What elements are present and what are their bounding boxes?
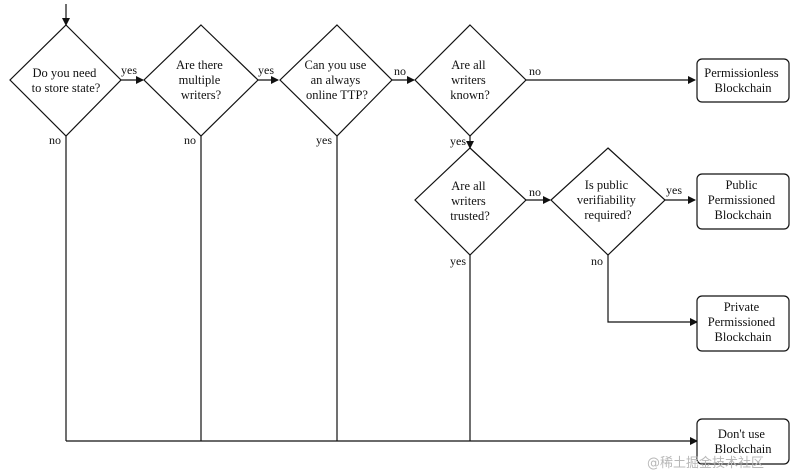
result-dont-use-box — [696, 418, 790, 465]
edge-label-known-yes: yes — [450, 134, 466, 148]
decision-online-ttp — [279, 24, 393, 137]
edge-label-state-yes: yes — [121, 63, 137, 77]
edge-label-public-yes: yes — [666, 183, 682, 197]
node-line: Is public — [585, 178, 629, 192]
node-line: trusted? — [450, 209, 490, 223]
edge-public-no — [607, 255, 698, 326]
node-line: writers — [451, 73, 486, 87]
node-line: Can you use — [305, 58, 367, 72]
edge-label-known-no: no — [529, 64, 541, 78]
edge-label-trusted-no: no — [529, 185, 541, 199]
node-line: writers? — [181, 88, 222, 102]
result-private-permissioned-box — [696, 295, 790, 352]
result-line: Blockchain — [715, 330, 773, 344]
node-text-online-ttp: Can you use an always online TTP? — [305, 58, 370, 102]
node-line: required? — [584, 208, 632, 222]
result-line: Permissionless — [704, 66, 778, 80]
node-line: multiple — [179, 73, 221, 87]
result-line: Blockchain — [715, 208, 773, 222]
decision-public-verifiability — [550, 147, 666, 256]
node-line: Are there — [176, 58, 223, 72]
decision-store-state — [9, 24, 122, 137]
result-line: Don't use — [718, 427, 765, 441]
result-line: Permissioned — [708, 315, 776, 329]
decision-multiple-writers — [143, 24, 259, 137]
result-permissionless-box — [696, 58, 790, 103]
node-text-writers-trusted: Are all writers trusted? — [450, 179, 490, 223]
edge-label-public-no: no — [591, 254, 603, 268]
node-line: writers — [451, 194, 486, 208]
result-line: Permissioned — [708, 193, 776, 207]
connectors — [62, 4, 698, 445]
result-text-public-permissioned: Public Permissioned Blockchain — [708, 178, 778, 222]
node-text-store-state: Do you need to store state? — [32, 66, 101, 95]
result-text-private-permissioned: Private Permissioned Blockchain — [708, 300, 778, 344]
result-public-permissioned-box — [696, 173, 790, 230]
node-line: Are all — [451, 179, 486, 193]
node-line: to store state? — [32, 81, 101, 95]
edge-label-state-no: no — [49, 133, 61, 147]
result-text-permissionless: Permissionless Blockchain — [704, 66, 781, 95]
decision-writers-trusted — [414, 147, 527, 256]
edge-label-trusted-yes: yes — [450, 254, 466, 268]
result-line: Blockchain — [715, 442, 773, 456]
node-text-writers-known: Are all writers known? — [450, 58, 490, 102]
node-line: online TTP? — [306, 88, 368, 102]
result-text-dont-use: Don't use Blockchain — [715, 427, 773, 456]
node-line: an always — [311, 73, 361, 87]
result-line: Private — [724, 300, 760, 314]
node-line: verifiability — [577, 193, 637, 207]
result-line: Public — [725, 178, 757, 192]
edge-label-multiple-yes: yes — [258, 63, 274, 77]
edge-label-ttp-no: no — [394, 64, 406, 78]
node-text-multiple-writers: Are there multiple writers? — [176, 58, 226, 102]
node-text-public-verifiability: Is public verifiability required? — [577, 178, 639, 222]
result-line: Blockchain — [715, 81, 773, 95]
watermark-text: @稀土掘金技术社区 — [647, 455, 764, 471]
edge-label-multiple-no: no — [184, 133, 196, 147]
node-line: Are all — [451, 58, 486, 72]
decision-writers-known — [414, 24, 527, 137]
node-line: known? — [450, 88, 490, 102]
node-line: Do you need — [33, 66, 98, 80]
edge-label-ttp-yes: yes — [316, 133, 332, 147]
